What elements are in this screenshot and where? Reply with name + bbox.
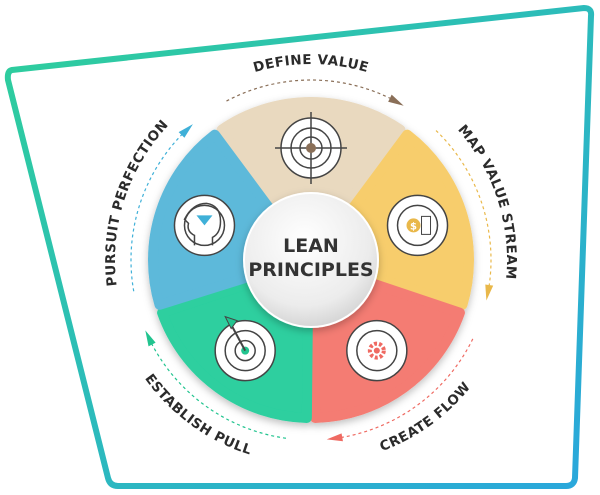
center-title-line1: LEAN (283, 235, 339, 257)
svg-text:$: $ (410, 221, 417, 232)
center-circle (243, 192, 379, 328)
head-diamond-icon (173, 194, 236, 257)
arrowhead-icon (326, 433, 343, 442)
center-title-line2: PRINCIPLES (248, 259, 373, 281)
money-cycle-icon: $ (386, 194, 449, 257)
target-crosshair-icon (275, 112, 347, 184)
arrowhead-icon (388, 94, 404, 106)
arrowhead-icon (178, 124, 193, 138)
arrowhead-icon (145, 330, 156, 347)
arrow-target-icon (214, 315, 276, 382)
arrowhead-icon (485, 284, 494, 301)
gear-cycle-icon (346, 319, 408, 382)
